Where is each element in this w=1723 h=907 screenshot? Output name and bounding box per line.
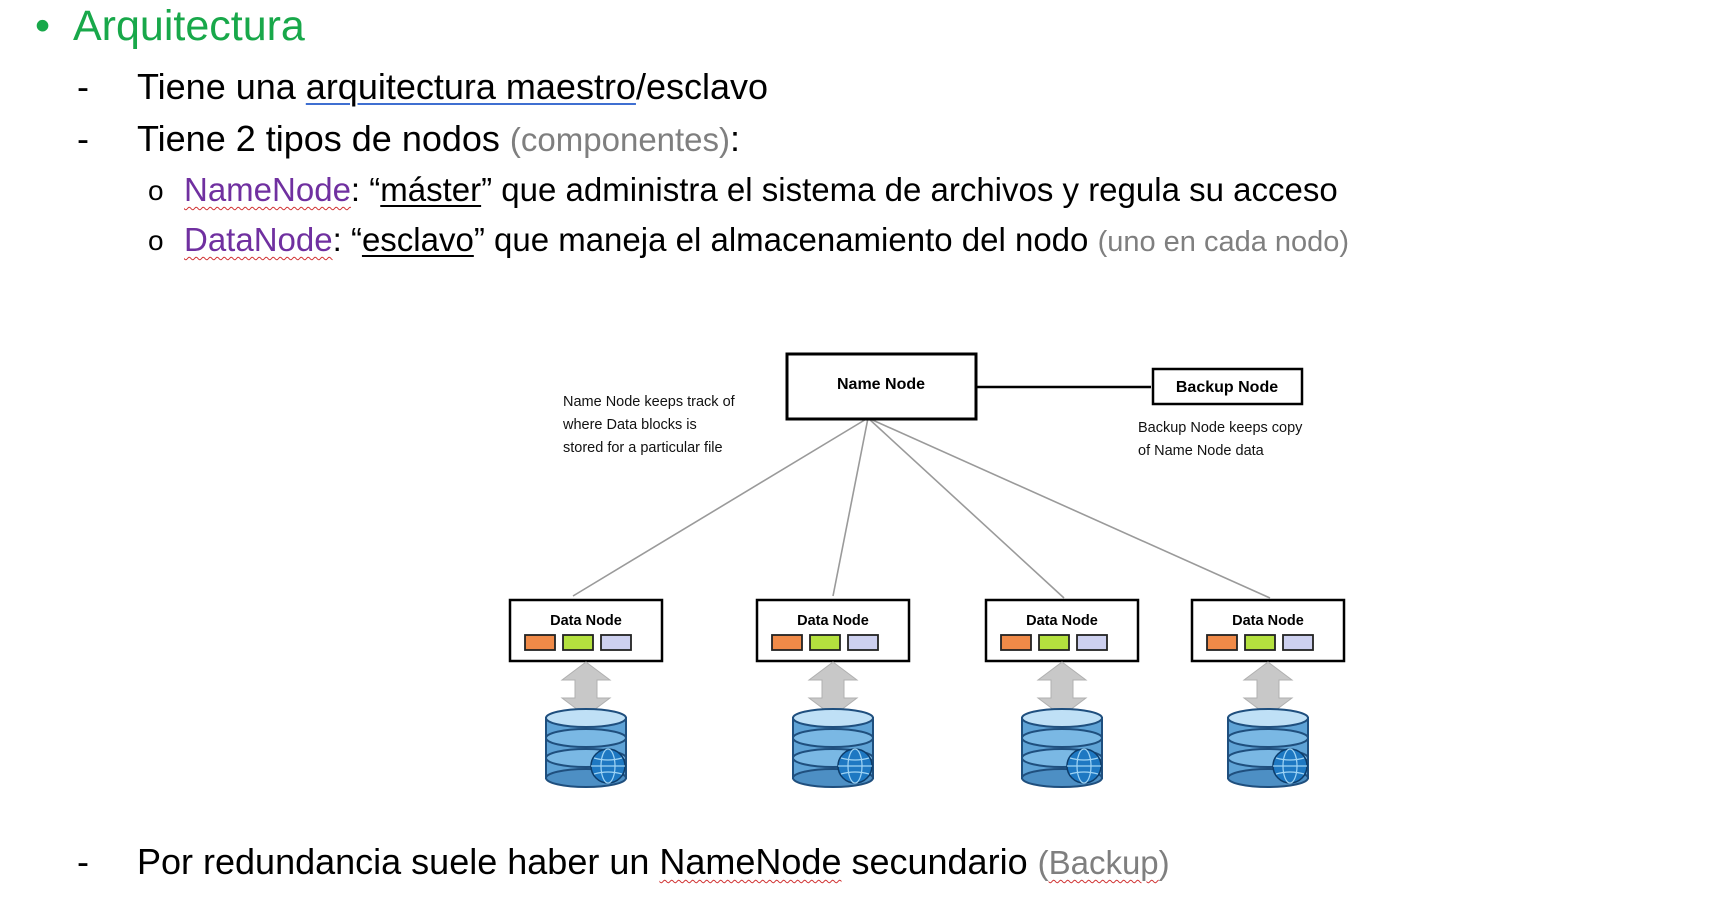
data-block <box>562 634 594 651</box>
text-colon: : “ <box>332 221 362 258</box>
data-node-box <box>755 598 911 663</box>
data-node-box <box>508 598 664 663</box>
data-block <box>771 634 803 651</box>
text-grey: (componentes) <box>509 121 731 158</box>
text-middle: secundario <box>841 841 1038 882</box>
data-node: Data Node <box>984 598 1140 788</box>
data-block <box>847 634 879 651</box>
data-node-label: Data Node <box>797 613 869 629</box>
connector-line <box>572 417 869 597</box>
name-node-note: Name Node keeps track of where Data bloc… <box>562 394 736 456</box>
circle-bullet: o <box>148 225 164 256</box>
double-arrow-icon <box>807 661 859 717</box>
data-block <box>1282 634 1314 651</box>
database-icon <box>792 708 874 788</box>
name-node-label: Name Node <box>837 376 925 393</box>
subbullet-text: NameNode: “máster” que administra el sis… <box>184 171 1338 209</box>
bullet-text: Por redundancia suele haber un NameNode … <box>137 841 1170 883</box>
data-nodes: Data Node Data Node Data Node Data Node <box>508 598 1346 788</box>
note-line: Backup Node keeps copy <box>1138 420 1303 436</box>
connector-line <box>867 417 1065 599</box>
text-prefix: Tiene una <box>137 66 306 107</box>
namenode-term[interactable]: NameNode <box>184 171 351 208</box>
text-colon: : “ <box>350 171 381 208</box>
bullet-dash: - <box>77 841 89 882</box>
data-node-label: Data Node <box>550 613 622 629</box>
note-line: where Data blocks is <box>562 417 697 433</box>
backup-node-note: Backup Node keeps copy of Name Node data <box>1138 420 1303 459</box>
backup-term[interactable]: Backup <box>1048 844 1159 881</box>
data-node-label: Data Node <box>1232 613 1304 629</box>
bullet-node-types: - Tiene 2 tipos de nodos (componentes): <box>77 118 1077 162</box>
note-line: Name Node keeps track of <box>563 394 736 410</box>
database-icon <box>545 708 627 788</box>
quoted-term: máster <box>380 171 482 208</box>
text-prefix: Por redundancia suele haber un <box>137 841 660 882</box>
section-title: • Arquitectura <box>35 2 305 51</box>
subbullet-namenode: o NameNode: “máster” que administra el s… <box>148 171 1448 211</box>
bullet-text: Tiene una arquitectura maestro/esclavo <box>137 66 768 108</box>
data-block <box>809 634 841 651</box>
namenode-term[interactable]: NameNode <box>659 841 842 882</box>
data-node-label: Data Node <box>1026 613 1098 629</box>
connector-line <box>832 417 869 597</box>
quoted-term: esclavo <box>361 221 474 258</box>
data-block <box>1000 634 1032 651</box>
text-rest: ” que administra el sistema de archivos … <box>481 171 1338 208</box>
data-block <box>524 634 556 651</box>
data-node: Data Node <box>508 598 664 788</box>
bullet-dash: - <box>77 118 89 159</box>
data-node-box <box>984 598 1140 663</box>
data-node-box <box>1190 598 1346 663</box>
text-grey: ) <box>1158 844 1170 881</box>
bullet-backup: - Por redundancia suele haber un NameNod… <box>77 841 1477 887</box>
data-block <box>1244 634 1276 651</box>
title-bullet: • <box>35 2 51 50</box>
data-block <box>1038 634 1070 651</box>
subbullet-datanode: o DataNode: “esclavo” que maneja el alma… <box>148 221 1548 261</box>
data-block <box>600 634 632 651</box>
name-node-box: Name Node <box>785 352 978 421</box>
double-arrow-icon <box>1036 661 1088 717</box>
backup-node-box: Backup Node <box>1151 367 1304 406</box>
note-line: stored for a particular file <box>563 440 723 456</box>
data-block <box>1076 634 1108 651</box>
text-prefix: Tiene 2 tipos de nodos <box>137 118 510 159</box>
double-arrow-icon <box>1242 661 1294 717</box>
subbullet-text: DataNode: “esclavo” que maneja el almace… <box>184 221 1349 259</box>
bullet-dash: - <box>77 66 89 107</box>
database-icon <box>1227 708 1309 788</box>
backup-node-label: Backup Node <box>1176 379 1278 396</box>
text-suffix: : <box>730 118 741 159</box>
connector-lines <box>572 417 1271 599</box>
datanode-term[interactable]: DataNode <box>184 221 333 258</box>
data-node: Data Node <box>1190 598 1346 788</box>
data-node: Data Node <box>755 598 911 788</box>
bullet-architecture: - Tiene una arquitectura maestro/esclavo <box>77 66 1077 110</box>
double-arrow-icon <box>560 661 612 717</box>
note-line: of Name Node data <box>1138 443 1265 459</box>
data-block <box>1206 634 1238 651</box>
text-rest: ” que maneja el almacenamiento del nodo <box>473 221 1098 258</box>
text-grey: (uno en cada nodo) <box>1097 226 1350 258</box>
title-text: Arquitectura <box>73 2 305 50</box>
bullet-text: Tiene 2 tipos de nodos (componentes): <box>137 118 740 160</box>
circle-bullet: o <box>148 175 164 206</box>
text-grey: ( <box>1037 844 1049 881</box>
architecture-link[interactable]: arquitectura maestro <box>305 66 636 107</box>
connector-line <box>867 417 1271 599</box>
text-suffix: /esclavo <box>635 66 769 107</box>
database-icon <box>1021 708 1103 788</box>
